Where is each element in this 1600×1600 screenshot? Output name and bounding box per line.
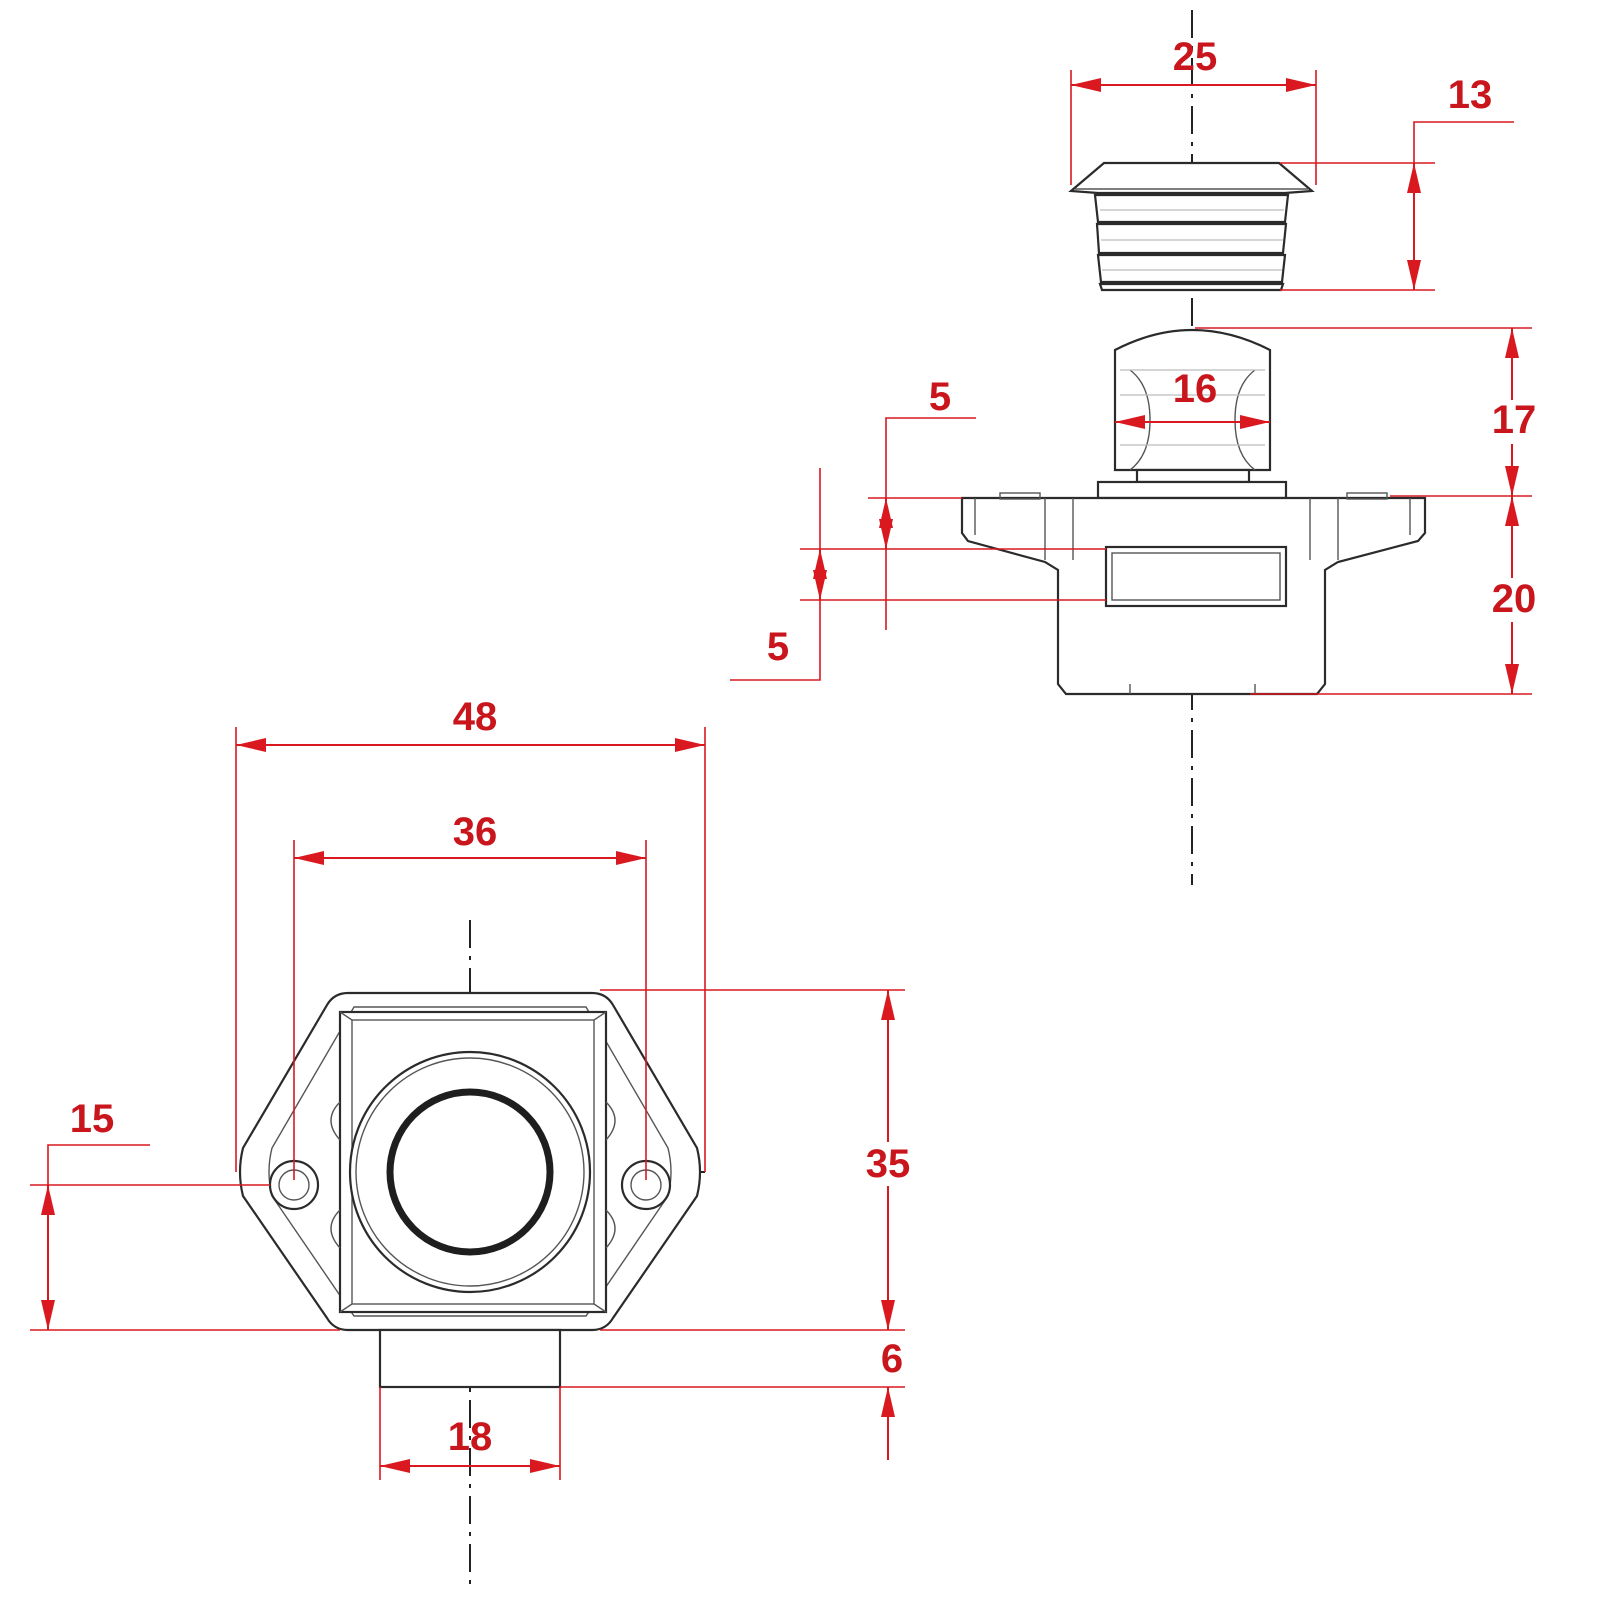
- label-flange-thickness: 5: [767, 625, 789, 669]
- dimension-button-height: 17: [1195, 327, 1544, 497]
- dimension-flange-thickness: 5: [730, 468, 1106, 681]
- dimension-body-height: 20: [1250, 496, 1548, 695]
- label-hole-spacing: 36: [453, 810, 498, 854]
- label-overall-width: 48: [453, 695, 498, 739]
- latch-body-part: [960, 480, 1427, 696]
- dimension-base-height: 35: [600, 989, 932, 1331]
- dimension-cap-height: 13: [1280, 73, 1514, 291]
- label-cap-height: 13: [1448, 73, 1493, 117]
- cap-part: [1068, 161, 1315, 292]
- push-button-circle: [386, 1088, 554, 1256]
- label-hole-offset: 15: [70, 1097, 115, 1141]
- dimension-button-width: 16: [1115, 367, 1270, 429]
- dimension-tab-width: 18: [379, 1387, 561, 1480]
- label-body-height: 20: [1492, 577, 1537, 621]
- label-button-width: 16: [1173, 367, 1218, 411]
- label-flange-offset: 5: [929, 375, 951, 419]
- push-button-part: [1113, 329, 1272, 484]
- label-tab-depth: 6: [881, 1337, 903, 1381]
- dimension-flange-offset: 5: [800, 375, 1106, 630]
- front-view: 48 36 35 6 18: [30, 695, 932, 1585]
- dimension-overall-width: 48: [235, 695, 706, 1172]
- dimension-hole-spacing: 36: [293, 810, 647, 1180]
- label-button-height: 17: [1492, 398, 1537, 442]
- outer-ring: [348, 1050, 592, 1294]
- label-tab-width: 18: [448, 1415, 493, 1459]
- dimension-cap-width: 25: [1070, 35, 1317, 185]
- bottom-tab-part: [378, 1328, 562, 1389]
- inner-ring: [355, 1057, 585, 1287]
- side-view: 25 13 16 17 20: [730, 10, 1548, 885]
- dimension-tab-depth: 6: [560, 1337, 905, 1460]
- label-cap-width: 25: [1173, 35, 1218, 79]
- dimension-hole-offset: 15: [30, 1097, 340, 1331]
- label-base-height: 35: [866, 1142, 911, 1186]
